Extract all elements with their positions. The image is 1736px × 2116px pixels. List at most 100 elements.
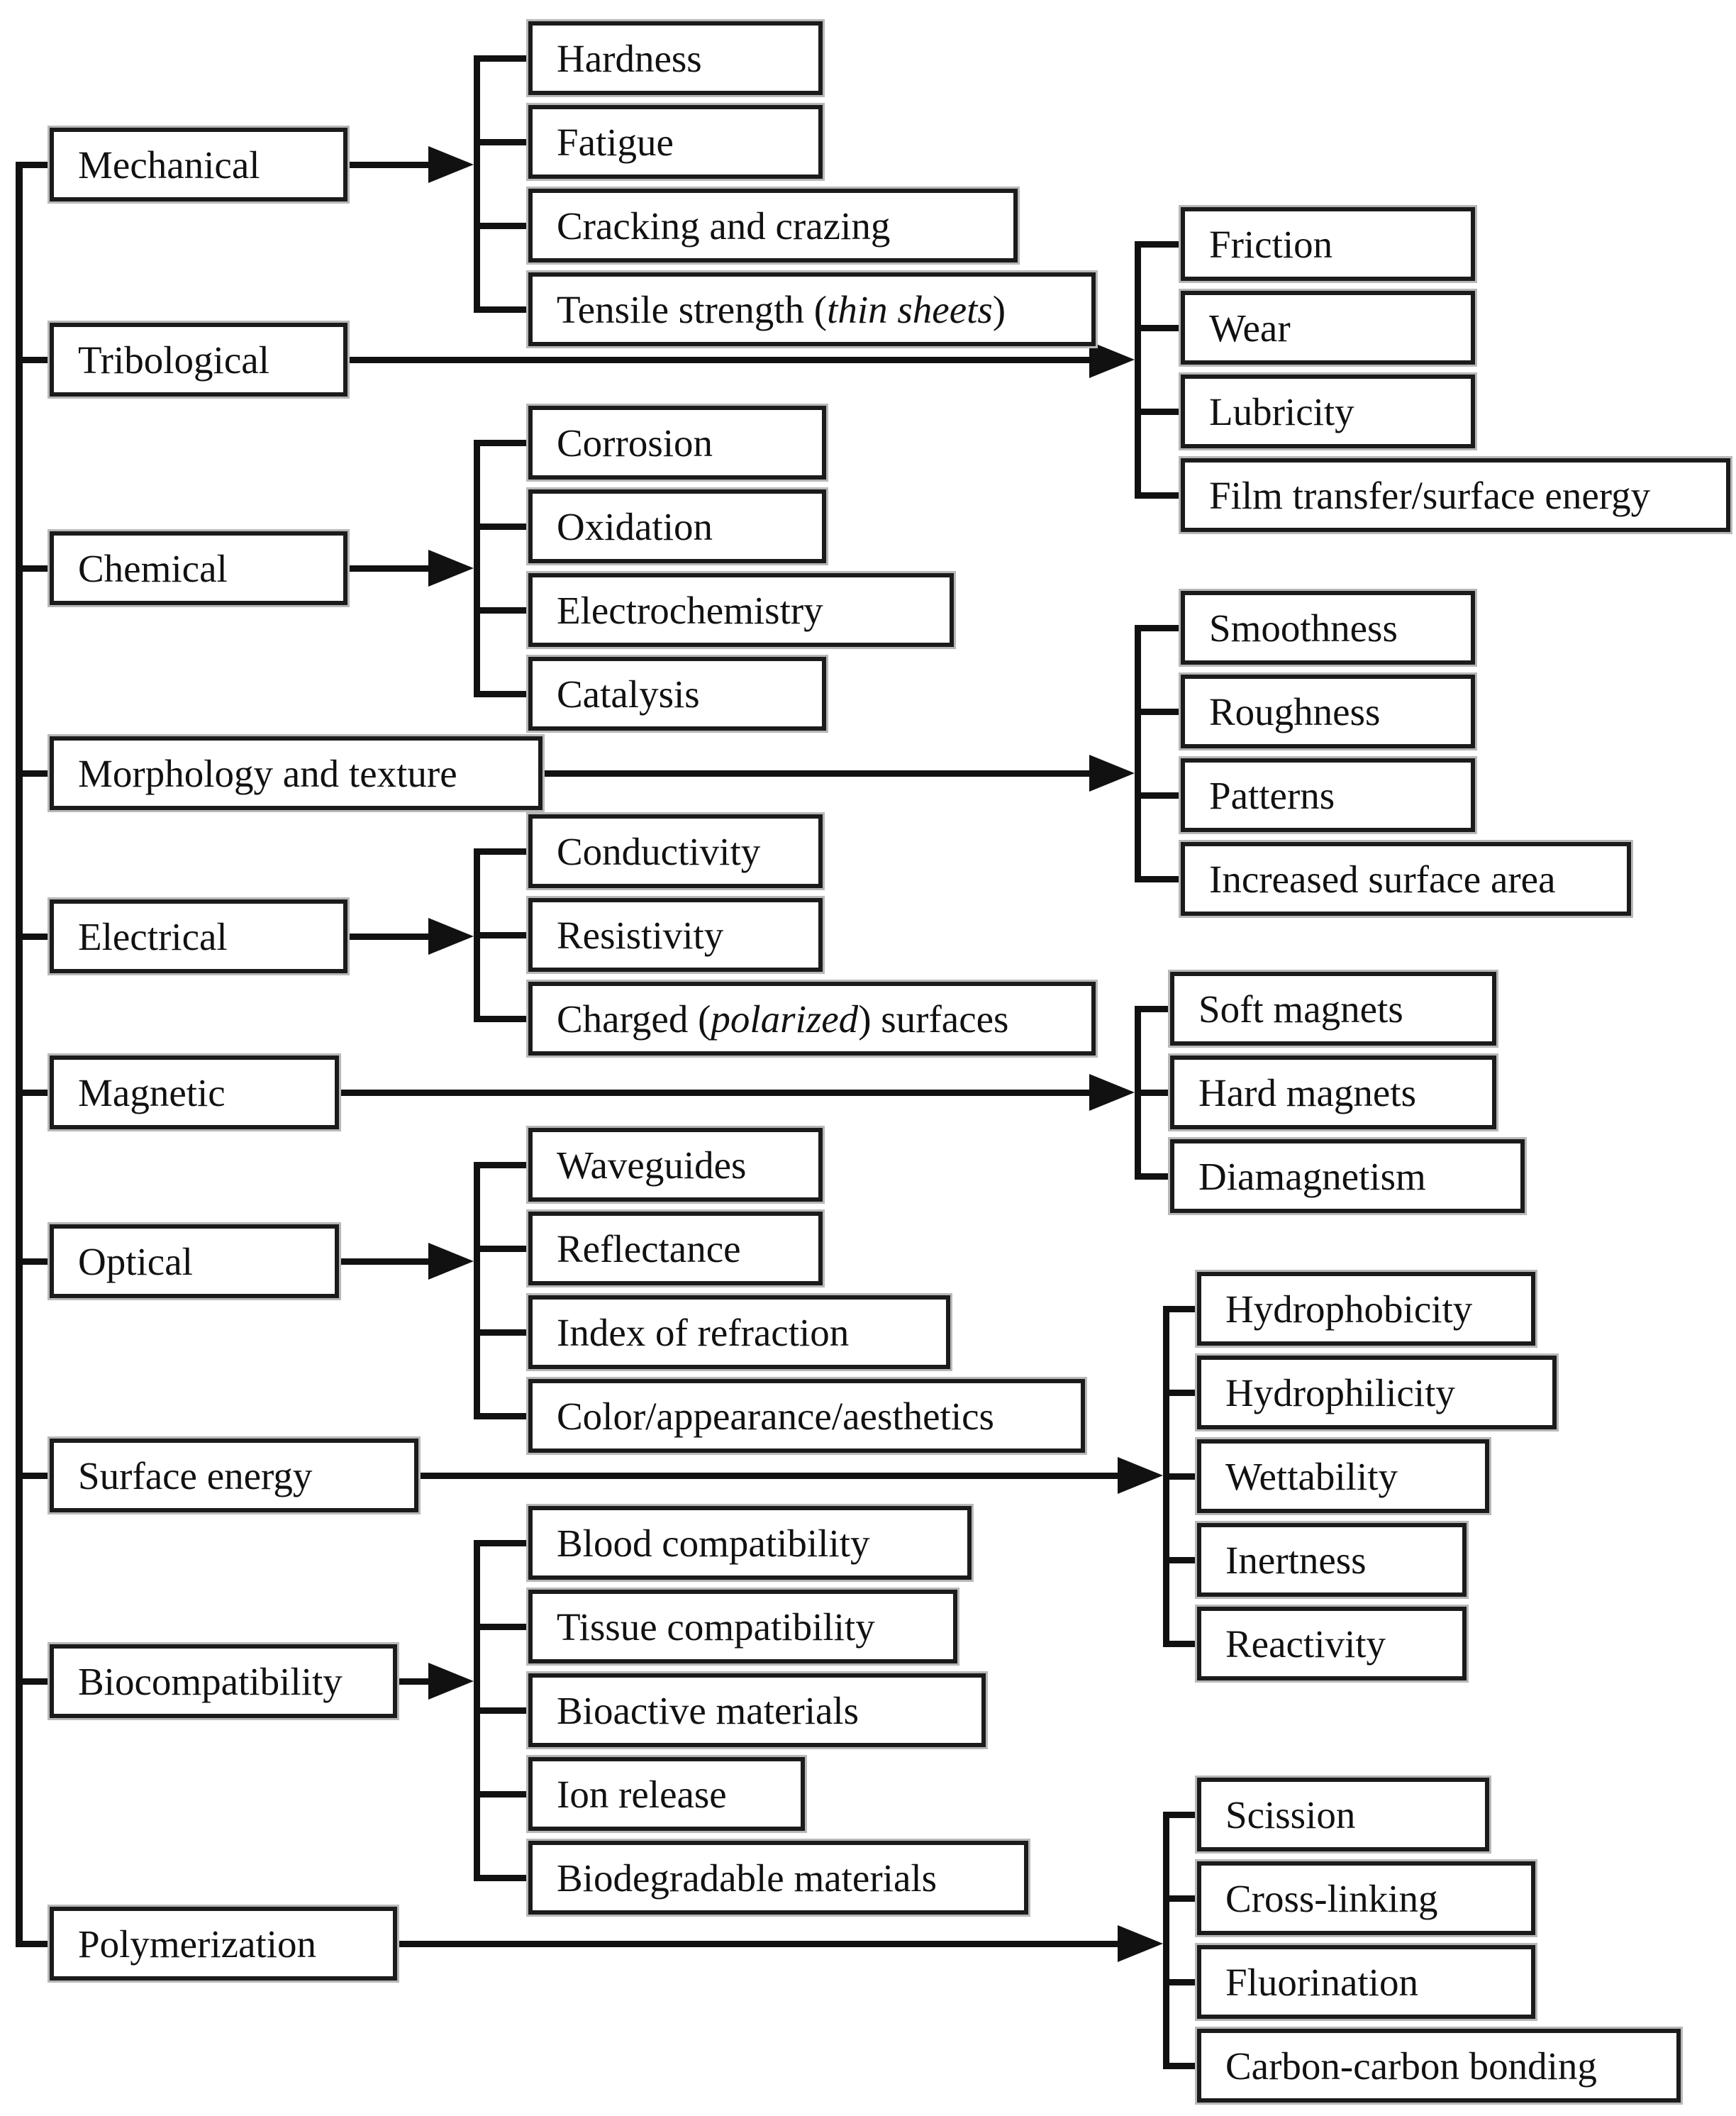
hard-magnets-stub xyxy=(1141,1090,1170,1096)
catalysis-stub xyxy=(480,691,528,697)
diamagnetism-stub xyxy=(1141,1173,1170,1180)
child-label-fatigue: Fatigue xyxy=(557,120,674,164)
child-box-electrochemistry: Electrochemistry xyxy=(526,571,956,649)
color-appearance-stub xyxy=(480,1413,528,1419)
child-box-catalysis: Catalysis xyxy=(526,655,828,733)
child-label-catalysis: Catalysis xyxy=(557,672,700,716)
cracking-stub xyxy=(480,223,528,229)
category-label-polymerization: Polymerization xyxy=(78,1922,317,1966)
child-label-scission: Scission xyxy=(1225,1793,1356,1837)
spine-stub-polymerization xyxy=(16,1941,55,1947)
child-box-index-of-refraction: Index of refraction xyxy=(526,1293,952,1371)
surface-energy-bracket-line xyxy=(1163,1306,1169,1647)
child-box-wettability: Wettability xyxy=(1195,1437,1491,1515)
oxidation-stub xyxy=(480,524,528,530)
hydrophilicity-stub xyxy=(1169,1390,1197,1396)
child-label-bioactive-materials: Bioactive materials xyxy=(557,1688,859,1732)
spine-stub-magnetic xyxy=(16,1090,55,1096)
roughness-stub xyxy=(1141,709,1181,715)
optical-bracket-line xyxy=(474,1162,480,1419)
child-box-roughness: Roughness xyxy=(1179,672,1477,750)
spine-stub-biocompatibility xyxy=(16,1678,55,1685)
child-box-cross-linking: Cross-linking xyxy=(1195,1859,1537,1937)
electrical-bracket-line xyxy=(474,848,480,1022)
left-spine-line xyxy=(16,162,23,1946)
tissue-compatibility-stub xyxy=(480,1624,528,1630)
category-box-surface-energy: Surface energy xyxy=(48,1436,421,1514)
increased-surface-area-stub xyxy=(1141,876,1181,882)
tribological-arrowhead-icon xyxy=(1089,341,1135,378)
child-box-diamagnetism: Diamagnetism xyxy=(1168,1137,1527,1215)
biodegradable-materials-stub xyxy=(480,1875,528,1881)
electrical-arrow-shaft xyxy=(343,934,431,940)
child-box-tensile-strength: Tensile strength (thin sheets) xyxy=(526,270,1098,348)
child-box-color-appearance-aesthetics: Color/appearance/aesthetics xyxy=(526,1377,1087,1455)
biocompatibility-bracket-line xyxy=(474,1540,480,1881)
category-label-magnetic: Magnetic xyxy=(78,1070,226,1114)
spine-stub-surface-energy xyxy=(16,1473,55,1479)
category-label-optical: Optical xyxy=(78,1239,193,1283)
tensile-text-italic: thin sheets xyxy=(827,287,993,331)
child-box-lubricity: Lubricity xyxy=(1179,372,1477,450)
category-label-biocompatibility: Biocompatibility xyxy=(78,1659,343,1703)
magnetic-arrow-shaft xyxy=(335,1090,1092,1096)
child-label-conductivity: Conductivity xyxy=(557,829,761,873)
child-label-blood-compatibility: Blood compatibility xyxy=(557,1521,870,1565)
smoothness-stub xyxy=(1141,625,1181,631)
chemical-arrow-shaft xyxy=(343,565,431,572)
child-box-tissue-compatibility: Tissue compatibility xyxy=(526,1588,959,1666)
biocompatibility-arrow-shaft xyxy=(393,1678,431,1685)
category-box-mechanical: Mechanical xyxy=(48,126,350,204)
child-label-biodegradable-materials: Biodegradable materials xyxy=(557,1856,937,1900)
child-box-soft-magnets: Soft magnets xyxy=(1168,970,1498,1048)
child-label-smoothness: Smoothness xyxy=(1209,606,1398,650)
chemical-arrowhead-icon xyxy=(428,550,474,587)
magnetic-arrowhead-icon xyxy=(1089,1074,1135,1111)
mechanical-arrowhead-icon xyxy=(428,146,474,183)
polymerization-bracket-line xyxy=(1163,1812,1169,2069)
category-box-biocompatibility: Biocompatibility xyxy=(48,1642,399,1720)
mechanical-arrow-shaft xyxy=(343,162,431,168)
wettability-stub xyxy=(1169,1473,1197,1480)
waveguides-stub xyxy=(480,1162,528,1168)
category-box-chemical: Chemical xyxy=(48,529,350,607)
child-label-wettability: Wettability xyxy=(1225,1454,1398,1498)
biocompatibility-arrowhead-icon xyxy=(428,1663,474,1700)
child-label-charged-polarized-surfaces: Charged (polarized) surfaces xyxy=(557,997,1008,1041)
fluorination-stub xyxy=(1169,1979,1197,1985)
child-label-color-appearance-aesthetics: Color/appearance/aesthetics xyxy=(557,1394,994,1438)
charged-text-post: ) surfaces xyxy=(858,997,1009,1041)
spine-stub-morphology xyxy=(16,770,55,777)
child-box-hard-magnets: Hard magnets xyxy=(1168,1053,1498,1131)
conductivity-stub xyxy=(480,848,528,855)
child-label-carbon-carbon-bonding: Carbon-carbon bonding xyxy=(1225,2044,1597,2088)
child-box-smoothness: Smoothness xyxy=(1179,589,1477,667)
child-box-hardness: Hardness xyxy=(526,19,825,97)
child-label-electrochemistry: Electrochemistry xyxy=(557,588,823,632)
reactivity-stub xyxy=(1169,1641,1197,1647)
child-label-friction: Friction xyxy=(1209,222,1333,266)
category-box-polymerization: Polymerization xyxy=(48,1905,399,1983)
resistivity-stub xyxy=(480,932,528,938)
soft-magnets-stub xyxy=(1141,1006,1170,1012)
child-box-conductivity: Conductivity xyxy=(526,812,825,890)
child-label-roughness: Roughness xyxy=(1209,689,1381,733)
category-box-magnetic: Magnetic xyxy=(48,1053,341,1131)
charged-text-italic: polarized xyxy=(711,997,859,1041)
child-box-charged-polarized-surfaces: Charged (polarized) surfaces xyxy=(526,980,1098,1058)
surface-energy-arrow-shaft xyxy=(414,1473,1120,1479)
scission-stub xyxy=(1169,1812,1197,1818)
hardness-stub xyxy=(480,55,528,62)
tribological-bracket-line xyxy=(1135,241,1141,499)
electrochemistry-stub xyxy=(480,607,528,614)
category-box-tribological: Tribological xyxy=(48,321,350,399)
child-box-scission: Scission xyxy=(1195,1776,1491,1854)
hydrophobicity-stub xyxy=(1169,1306,1197,1312)
index-of-refraction-stub xyxy=(480,1329,528,1336)
child-label-reflectance: Reflectance xyxy=(557,1226,741,1270)
child-box-increased-surface-area: Increased surface area xyxy=(1179,840,1633,918)
child-box-resistivity: Resistivity xyxy=(526,896,825,974)
electrical-arrowhead-icon xyxy=(428,918,474,955)
child-label-patterns: Patterns xyxy=(1209,773,1335,817)
